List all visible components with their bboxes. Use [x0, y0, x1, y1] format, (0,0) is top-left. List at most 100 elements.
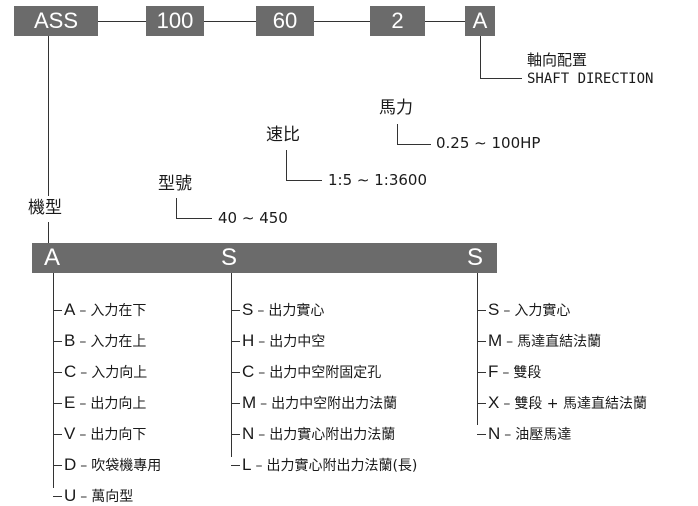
option-code: H	[242, 331, 255, 350]
code-box-size: 100	[146, 6, 204, 36]
option-item: V–出力向下	[64, 425, 146, 444]
tree-tick	[231, 310, 240, 311]
option-desc: 出力實心附出力法蘭(長)	[266, 458, 418, 474]
tree-tick	[53, 372, 62, 373]
ratio-label: 速比	[266, 125, 300, 145]
option-desc: 入力實心	[514, 303, 571, 319]
option-desc: 出力向下	[90, 427, 147, 443]
option-dash: –	[506, 334, 514, 350]
option-item: S–入力實心	[488, 301, 570, 320]
option-desc: 入力在上	[90, 334, 147, 350]
option-dash: –	[79, 334, 87, 350]
option-dash: –	[80, 489, 88, 505]
option-dash: –	[79, 396, 87, 412]
option-code: E	[64, 393, 76, 412]
tree-tick	[53, 496, 62, 497]
option-dash: –	[80, 365, 88, 381]
option-dash: –	[504, 427, 512, 443]
tree-tick	[53, 341, 62, 342]
tree-tick	[53, 310, 62, 311]
option-item: C–入力向上	[64, 363, 147, 382]
size-range: 40 ∼ 450	[218, 209, 288, 227]
option-desc: 吹袋機專用	[91, 458, 162, 474]
option-item: F–雙段	[488, 363, 541, 382]
connector-line	[204, 21, 256, 22]
option-code: D	[64, 455, 77, 474]
leader-line	[176, 218, 212, 219]
option-code: N	[242, 424, 255, 443]
tree-tick	[231, 434, 240, 435]
option-item: U–萬向型	[64, 487, 133, 506]
option-desc: 馬達直結法蘭	[517, 334, 602, 350]
tree-tick	[477, 310, 486, 311]
option-item: M–馬達直結法蘭	[488, 332, 601, 351]
tree-tick	[477, 372, 486, 373]
tree-tick	[53, 403, 62, 404]
option-code: V	[64, 424, 76, 443]
option-item: S–出力實心	[242, 301, 324, 320]
option-code: B	[64, 331, 76, 350]
option-code: M	[242, 393, 257, 412]
option-code: F	[488, 362, 499, 381]
option-desc: 入力在下	[90, 303, 147, 319]
tree-tick	[53, 465, 62, 466]
leader-line	[176, 198, 177, 218]
option-desc: 出力實心附出力法蘭	[269, 427, 396, 443]
model-bar-letter: S	[467, 244, 484, 271]
option-code: U	[64, 486, 77, 505]
tree-tick	[231, 465, 240, 466]
option-code: S	[242, 300, 254, 319]
option-code: X	[488, 393, 500, 412]
option-dash: –	[502, 365, 510, 381]
option-item: X–雙段 + 馬達直結法蘭	[488, 394, 647, 413]
option-code: S	[488, 300, 500, 319]
leader-line	[397, 124, 398, 144]
option-code: C	[242, 362, 255, 381]
option-dash: –	[258, 427, 266, 443]
option-item: N–油壓馬達	[488, 425, 571, 444]
option-item: A–入力在下	[64, 301, 146, 320]
option-desc: 出力中空	[269, 334, 326, 350]
option-dash: –	[257, 303, 265, 319]
leader-line	[48, 36, 49, 196]
option-code: M	[488, 331, 503, 350]
leader-line	[480, 78, 522, 79]
code-box-ratio: 60	[256, 6, 314, 36]
option-item: H–出力中空	[242, 332, 325, 351]
option-code: L	[242, 455, 252, 474]
option-desc: 出力向上	[90, 396, 147, 412]
code-box-shaft-direction: A	[465, 6, 495, 36]
option-code: C	[64, 362, 77, 381]
leader-line	[286, 150, 287, 180]
leader-line	[48, 222, 49, 243]
option-dash: –	[503, 303, 511, 319]
option-desc: 雙段	[513, 365, 542, 381]
option-desc: 出力中空附固定孔	[269, 365, 382, 381]
option-item: M–出力中空附出力法蘭	[242, 394, 397, 413]
leader-line	[286, 180, 322, 181]
tree-tick	[231, 372, 240, 373]
option-item: D–吹袋機專用	[64, 456, 161, 475]
horsepower-label: 馬力	[379, 98, 413, 118]
option-dash: –	[255, 458, 263, 474]
tree-tick	[231, 403, 240, 404]
model-bar-letter: A	[44, 244, 61, 271]
option-code: N	[488, 424, 501, 443]
tree-line	[53, 273, 54, 488]
shaft-direction-label-zh: 軸向配置	[527, 51, 588, 69]
connector-line	[314, 21, 370, 22]
option-desc: 雙段 + 馬達直結法蘭	[514, 396, 647, 412]
tree-line	[231, 273, 232, 457]
option-item: B–入力在上	[64, 332, 146, 351]
size-label: 型號	[158, 174, 192, 194]
tree-tick	[477, 403, 486, 404]
model-bar-letter: S	[221, 244, 238, 271]
option-dash: –	[258, 365, 266, 381]
option-code: A	[64, 300, 76, 319]
option-item: C–出力中空附固定孔	[242, 363, 381, 382]
option-desc: 入力向上	[91, 365, 148, 381]
ratio-range: 1:5 ∼ 1:3600	[328, 171, 428, 189]
model-bar	[32, 243, 497, 273]
option-desc: 出力實心	[268, 303, 325, 319]
connector-line	[425, 21, 465, 22]
